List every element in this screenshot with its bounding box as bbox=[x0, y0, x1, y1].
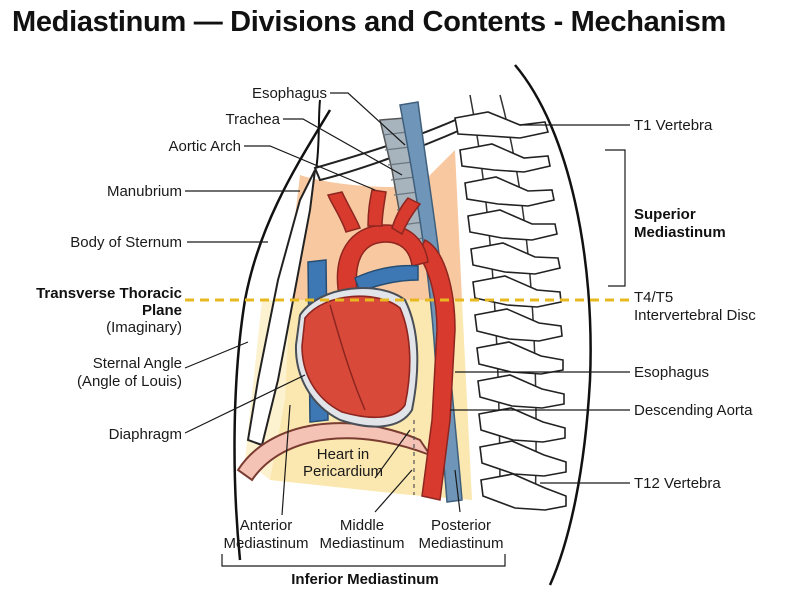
aortic-branches bbox=[326, 189, 422, 236]
leader-lines bbox=[184, 92, 630, 516]
label-esophagus-right: Esophagus bbox=[634, 364, 709, 381]
label-manubrium: Manubrium bbox=[107, 183, 182, 200]
label-heart-line1: Heart in bbox=[317, 446, 370, 463]
label-t1-vertebra: T1 Vertebra bbox=[634, 117, 713, 134]
vertebral-column bbox=[454, 94, 567, 511]
label-superior-line1: Superior bbox=[634, 206, 696, 223]
label-transverse-plane-note: (Imaginary) bbox=[106, 319, 182, 336]
label-middle-line2: Mediastinum bbox=[319, 535, 404, 552]
descending-aorta-shape bbox=[417, 238, 456, 501]
aortic-arch-shape bbox=[336, 224, 429, 301]
heart-shape bbox=[301, 295, 411, 419]
label-transverse-plane-line2: Plane bbox=[142, 302, 182, 319]
label-diaphragm: Diaphragm bbox=[109, 426, 182, 443]
label-t4t5-line1: T4/T5 bbox=[634, 289, 673, 306]
label-posterior-line2: Mediastinum bbox=[418, 535, 503, 552]
label-body-of-sternum: Body of Sternum bbox=[70, 234, 182, 251]
label-posterior-line1: Posterior bbox=[431, 517, 491, 534]
heart-groove bbox=[329, 304, 366, 411]
chest-outline bbox=[233, 109, 332, 561]
neck-line bbox=[315, 99, 321, 171]
label-heart-line2: Pericardium bbox=[303, 463, 383, 480]
label-superior-line2: Mediastinum bbox=[634, 224, 726, 241]
label-middle-line1: Middle bbox=[340, 517, 384, 534]
label-anterior-line1: Anterior bbox=[240, 517, 293, 534]
label-anterior-line2: Mediastinum bbox=[223, 535, 308, 552]
superior-bracket bbox=[605, 149, 626, 287]
label-sternal-angle-line1: Sternal Angle bbox=[93, 355, 182, 372]
inferior-bracket bbox=[221, 554, 506, 567]
label-trachea: Trachea bbox=[226, 111, 281, 128]
label-sternal-angle-line2: (Angle of Louis) bbox=[77, 373, 182, 390]
sternum bbox=[246, 169, 316, 447]
back-outline bbox=[514, 64, 592, 586]
label-descending-aorta: Descending Aorta bbox=[634, 402, 753, 419]
diagram-title: Mediastinum — Divisions and Contents - M… bbox=[12, 6, 726, 38]
label-inferior-mediastinum: Inferior Mediastinum bbox=[291, 571, 439, 588]
label-transverse-plane-line1: Transverse Thoracic bbox=[36, 285, 182, 302]
label-esophagus-top: Esophagus bbox=[252, 85, 327, 102]
label-t4t5-line2: Intervertebral Disc bbox=[634, 307, 756, 324]
label-t12-vertebra: T12 Vertebra bbox=[634, 475, 721, 492]
label-aortic-arch: Aortic Arch bbox=[168, 138, 241, 155]
